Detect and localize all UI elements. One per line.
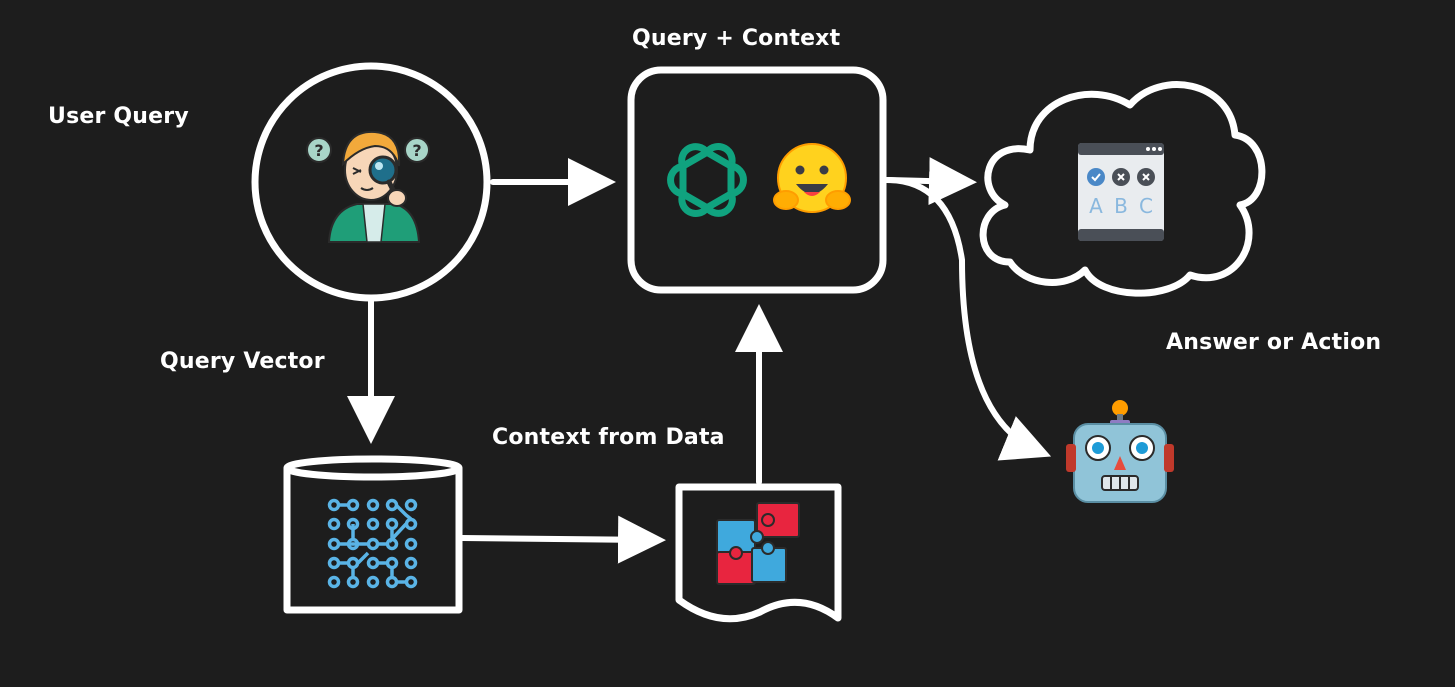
user-node: ? ? <box>251 62 491 302</box>
puzzle-pieces-icon <box>716 502 800 585</box>
svg-text:A: A <box>1089 194 1103 218</box>
neural-network-icon <box>327 498 418 589</box>
context-from-data-label: Context from Data <box>492 425 725 450</box>
arrow-llm-to-action <box>884 177 1052 461</box>
llm-node <box>627 66 887 294</box>
svg-text:C: C <box>1139 194 1153 218</box>
hugging-face-icon <box>773 143 851 213</box>
context-node <box>675 483 842 623</box>
robot-icon <box>1066 400 1174 503</box>
openai-logo-icon <box>667 143 747 217</box>
arrow-db-to-context <box>459 515 666 564</box>
vector-db-node <box>283 455 463 614</box>
arrows <box>347 157 1052 564</box>
user-query-label: User Query <box>48 104 189 129</box>
user-searching-icon: ? ? <box>306 130 430 243</box>
svg-text:B: B <box>1114 194 1128 218</box>
answer-node: A B C <box>979 81 1266 297</box>
answer-or-action-label: Answer or Action <box>1166 330 1382 355</box>
query-context-label: Query + Context <box>632 26 841 51</box>
quiz-abc-icon: A B C <box>1078 143 1164 241</box>
svg-text:?: ? <box>314 141 323 160</box>
query-vector-label: Query Vector <box>160 349 325 374</box>
svg-text:?: ? <box>412 141 421 160</box>
